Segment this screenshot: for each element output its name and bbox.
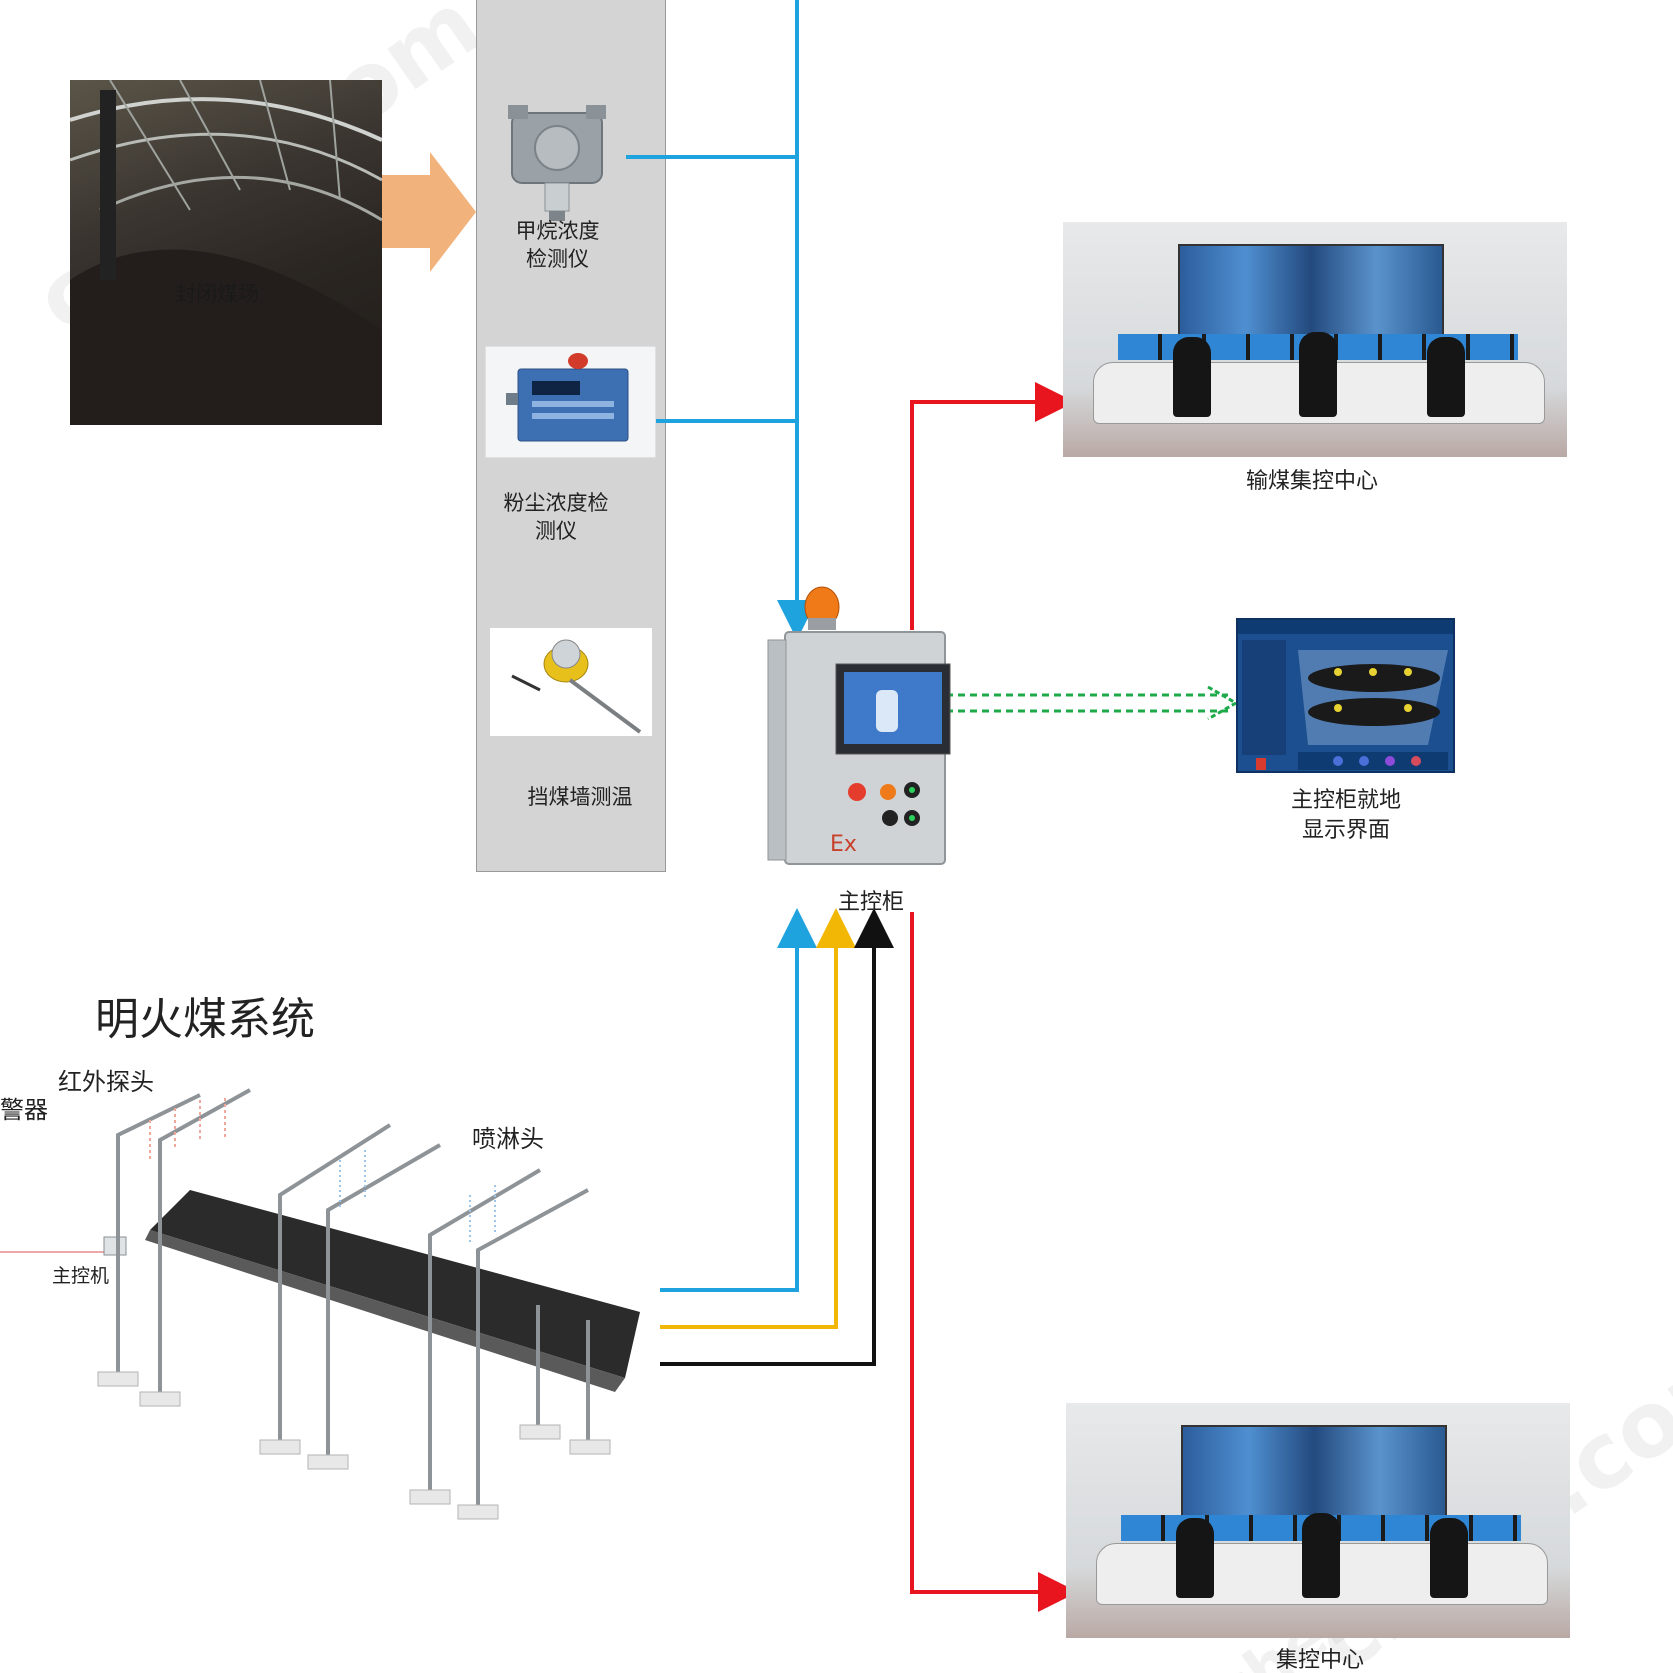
local-display-screen: [1236, 618, 1455, 773]
spray-drops: [149, 1098, 226, 1160]
main-cabinet-label: 主控柜: [838, 890, 905, 915]
coal-yard-roof-truss: [70, 80, 382, 425]
local-display-label-line1: 主控柜就地: [1290, 788, 1401, 813]
dust-label: 粉尘浓度检 测仪: [490, 489, 622, 546]
dust-label-line1: 粉尘浓度检: [503, 491, 609, 515]
operator-1: [1176, 1518, 1214, 1598]
local-display-label: 主控柜就地 显示界面: [1276, 786, 1416, 845]
wall-temp-label: 挡煤墙测温: [527, 785, 633, 809]
methane-label-line1: 甲烷浓度: [515, 219, 600, 243]
dust-detector-image: [485, 346, 656, 458]
dust-label-line2: 测仪: [535, 519, 577, 544]
coal-yard-photo: 封闭煤场: [70, 80, 382, 425]
screen-side-list: [1242, 640, 1286, 755]
video-wall: [1178, 244, 1444, 344]
blue-cable-fire: [660, 908, 817, 1292]
alarm-label: 警器: [0, 1096, 48, 1124]
coal-yard-label: 封闭煤场: [175, 282, 259, 306]
control-center-bottom-image: [1066, 1403, 1570, 1638]
red-link-bottom: [910, 912, 1078, 1612]
red-link-top: [910, 382, 1075, 630]
operator-2: [1302, 1513, 1340, 1598]
coal-yard-arrow: [382, 152, 476, 272]
fire-system-title: 明火煤系统: [95, 994, 315, 1045]
control-center-bottom-label: 集控中心: [1275, 1648, 1364, 1673]
conveyor-belt: [150, 1190, 640, 1378]
cabinet-ex-mark: Ex: [830, 832, 857, 857]
operator-2: [1299, 332, 1337, 417]
black-cable-fire: [660, 908, 894, 1366]
host-box: [103, 1236, 127, 1256]
control-center-top-label: 输煤集控中心: [1245, 469, 1378, 494]
screen-header-bar: [1238, 620, 1453, 634]
wall-temp-sensor-image: [490, 628, 652, 736]
host-label: 主控机: [52, 1265, 110, 1287]
gantry-frames: [116, 1088, 590, 1505]
methane-label-line2: 检测仪: [526, 247, 589, 272]
methane-label: 甲烷浓度 检测仪: [495, 217, 620, 274]
gantry-bases: [97, 1371, 611, 1520]
yellow-cable-fire: [660, 908, 856, 1329]
operator-3: [1430, 1518, 1468, 1598]
infrared-label: 红外探头: [58, 1068, 154, 1096]
local-display-label-line2: 显示界面: [1301, 817, 1390, 843]
sprinkler-drops: [339, 1150, 496, 1245]
control-center-top-image: [1063, 222, 1567, 457]
operator-1: [1173, 337, 1211, 417]
operator-3: [1427, 337, 1465, 417]
sprinkler-label: 喷淋头: [472, 1125, 544, 1153]
